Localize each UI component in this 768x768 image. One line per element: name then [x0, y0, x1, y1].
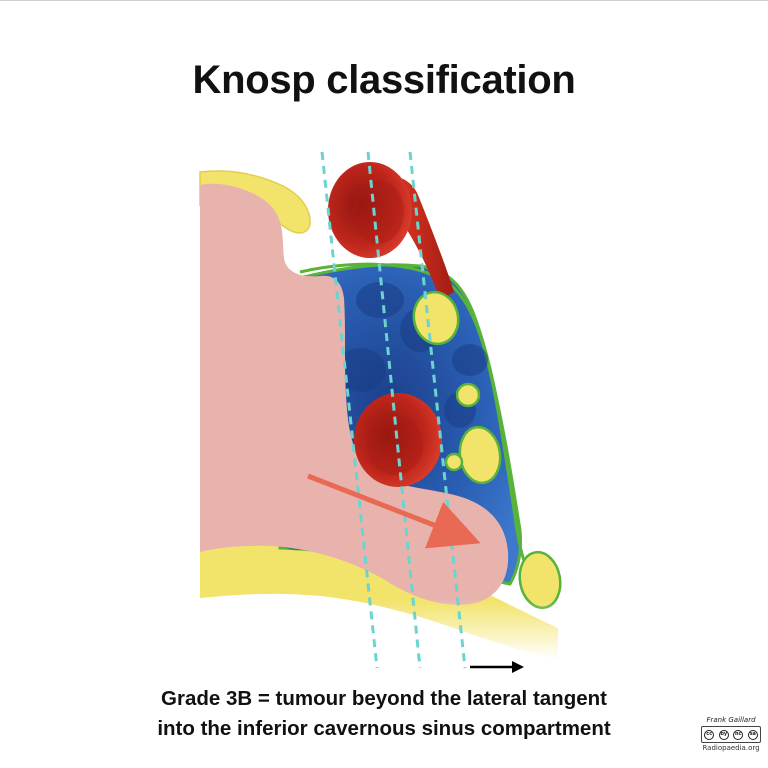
sa-mark-icon: sa — [747, 729, 758, 740]
page-title: Knosp classification — [192, 58, 576, 102]
top-border — [0, 0, 768, 1]
carotid-upper — [328, 162, 412, 258]
knosp-diagram — [199, 151, 570, 673]
credit-author: Frank Gaillard — [706, 716, 756, 724]
caption: Grade 3B = tumour beyond the lateral tan… — [80, 684, 688, 744]
carotid-cavernous — [354, 393, 442, 487]
cc-mark-icon: cc — [704, 729, 715, 740]
cranial-nerves — [412, 290, 562, 610]
credit-site: Radiopaedia.org — [702, 744, 760, 752]
creative-commons-icon: cc by nc sa — [701, 726, 761, 743]
caption-line-2: into the inferior cavernous sinus compar… — [157, 717, 611, 740]
arrow-right-icon — [470, 661, 524, 673]
pituitary-tumour — [200, 183, 509, 605]
tumour-extension-arrow — [307, 473, 481, 549]
credit-block: Frank Gaillard cc by nc sa Radiopaedia.o… — [698, 716, 764, 753]
dura-lateral-wall — [299, 262, 532, 576]
by-mark-icon: by — [718, 729, 729, 740]
caption-line-1: Grade 3B = tumour beyond the lateral tan… — [161, 687, 607, 710]
nc-mark-icon: nc — [733, 729, 744, 740]
tangent-lines — [320, 151, 467, 669]
